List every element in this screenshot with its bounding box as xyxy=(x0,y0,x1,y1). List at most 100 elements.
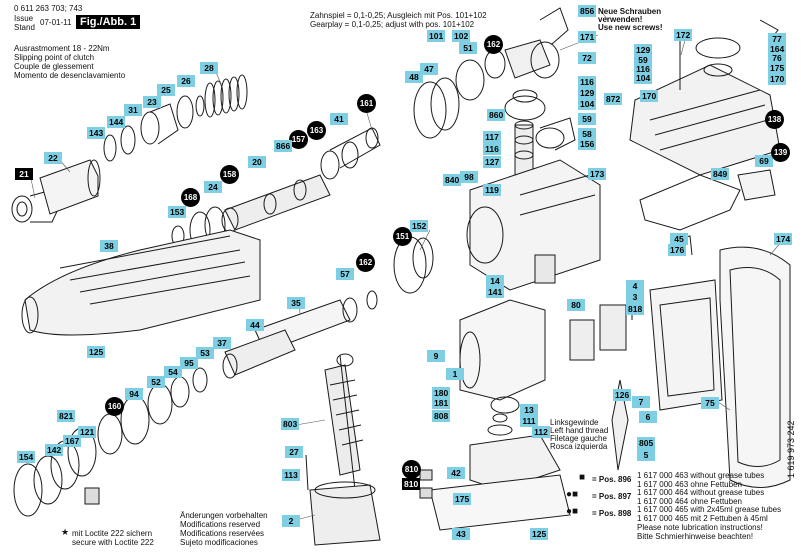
part-callout: 156 xyxy=(578,138,597,150)
part-callout: 23 xyxy=(143,96,161,108)
circle-square-icon: ●■ xyxy=(566,489,579,500)
part-callout: 2 xyxy=(282,515,300,527)
screws-note: verwenden! xyxy=(598,15,643,24)
part-callout: 167 xyxy=(63,435,82,447)
spring-part xyxy=(204,74,248,118)
part-callout: 47 xyxy=(420,63,438,75)
part-callout: 808 xyxy=(432,410,451,422)
part-callout: 9 xyxy=(427,350,445,362)
part-callout: 129 xyxy=(578,87,597,99)
part-callout: 160 xyxy=(105,397,124,416)
part-callout: 180 xyxy=(432,387,451,399)
part-callout: 4 xyxy=(626,280,644,292)
part-callout: 48 xyxy=(405,71,423,83)
loctite-note: mit Loctite 222 sichern xyxy=(72,529,153,538)
part-callout: 116 xyxy=(578,76,596,88)
part-callout: 805 xyxy=(637,437,656,449)
thread-note: Linksgewinde xyxy=(550,418,599,427)
part-callout: 7 xyxy=(632,396,650,408)
part-callout: 158 xyxy=(220,165,239,184)
brush-holder xyxy=(419,434,571,531)
part-callout: 43 xyxy=(452,528,470,540)
legend-line: 1 617 000 465 mit 2 Fettuben à 45ml xyxy=(637,514,768,523)
backlash-note-de: Zahnspiel = 0,1-0,25; Ausgleich mit Pos.… xyxy=(310,11,487,20)
screws-note: Neue Schrauben xyxy=(598,7,662,16)
part-callout: 143 xyxy=(87,127,106,139)
part-callout: 152 xyxy=(410,220,429,232)
part-callout: 104 xyxy=(578,98,597,110)
part-callout: 116 xyxy=(483,143,501,155)
part-callout: 26 xyxy=(177,75,195,87)
part-callout: 138 xyxy=(765,110,784,129)
part-callout: 872 xyxy=(604,93,623,105)
piston-parts xyxy=(222,236,434,379)
thread-note: Rosca izquierda xyxy=(550,442,608,451)
part-callout: 80 xyxy=(567,299,585,311)
clutch-line: Slipping point of clutch xyxy=(14,53,95,62)
part-callout: 153 xyxy=(168,206,187,218)
part-callout: 856 xyxy=(578,5,597,17)
thread-note: Left hand thread xyxy=(550,426,609,435)
legend-pos: = Pos. 897 xyxy=(592,492,632,501)
part-callout: 171 xyxy=(578,31,597,43)
part-callout: 45 xyxy=(670,233,688,245)
part-callout: 129 xyxy=(634,44,653,56)
part-callout: 860 xyxy=(487,109,506,121)
lube-note: Please note lubrication instructions! xyxy=(637,523,763,532)
part-callout: 162 xyxy=(356,253,375,272)
part-callout: 69 xyxy=(755,155,773,167)
part-callout: 810 xyxy=(402,478,421,490)
part-callout: 175 xyxy=(768,62,787,74)
part-callout: 163 xyxy=(307,121,326,140)
part-callout: 31 xyxy=(124,104,142,116)
part-callout: 53 xyxy=(196,347,214,359)
part-callout: 125 xyxy=(530,528,549,540)
part-callout: 849 xyxy=(711,168,730,180)
part-callout: 25 xyxy=(157,84,175,96)
part-callout: 144 xyxy=(107,116,126,128)
part-callout: 172 xyxy=(674,29,693,41)
legend-pos: = Pos. 896 xyxy=(592,475,632,484)
field-stator xyxy=(305,454,381,546)
part-callout: 151 xyxy=(393,227,412,246)
lube-note: Bitte Schmierhinweise beachten! xyxy=(637,532,754,541)
screws-note: Use new screws! xyxy=(598,23,663,32)
part-callout: 20 xyxy=(248,156,266,168)
part-callout: 72 xyxy=(578,52,596,64)
part-callout: 119 xyxy=(483,184,501,196)
part-callout: 42 xyxy=(447,467,465,479)
part-callout: 170 xyxy=(768,73,787,85)
part-callout: 104 xyxy=(634,72,653,84)
part-callout: 27 xyxy=(285,446,303,458)
part-callout: 13 xyxy=(520,404,538,416)
armature xyxy=(324,353,364,491)
part-callout: 142 xyxy=(45,444,64,456)
part-number: 0 611 263 703; 743 xyxy=(14,4,83,13)
part-callout: 157 xyxy=(289,130,308,149)
part-callout: 113 xyxy=(282,469,300,481)
rings-lower xyxy=(13,367,208,517)
backlash-note-en: Gearplay = 0,1-0,25; adjust with pos. 10… xyxy=(310,20,475,29)
part-callout: 170 xyxy=(640,90,659,102)
part-callout: 111 xyxy=(520,415,538,427)
part-callout: 175 xyxy=(453,493,472,505)
tool-holder-part xyxy=(221,127,381,233)
part-callout: 117 xyxy=(483,131,501,143)
part-callout: 176 xyxy=(668,244,687,256)
part-callout: 37 xyxy=(213,337,231,349)
issue-date: 07-01-11 xyxy=(40,18,72,27)
part-callout: 840 xyxy=(443,174,462,186)
part-callout: 125 xyxy=(87,346,106,358)
part-callout: 174 xyxy=(774,233,793,245)
part-callout: 57 xyxy=(336,268,354,280)
part-callout: 95 xyxy=(180,357,198,369)
part-callout: 54 xyxy=(164,366,182,378)
part-callout: 28 xyxy=(200,62,218,74)
part-callout: 803 xyxy=(281,418,300,430)
part-callout: 5 xyxy=(637,449,655,461)
sleeve-parts xyxy=(103,95,205,162)
front-cap-part xyxy=(39,159,101,215)
circle-square-icon: ●■ xyxy=(566,506,579,517)
part-callout: 1 xyxy=(446,368,464,380)
